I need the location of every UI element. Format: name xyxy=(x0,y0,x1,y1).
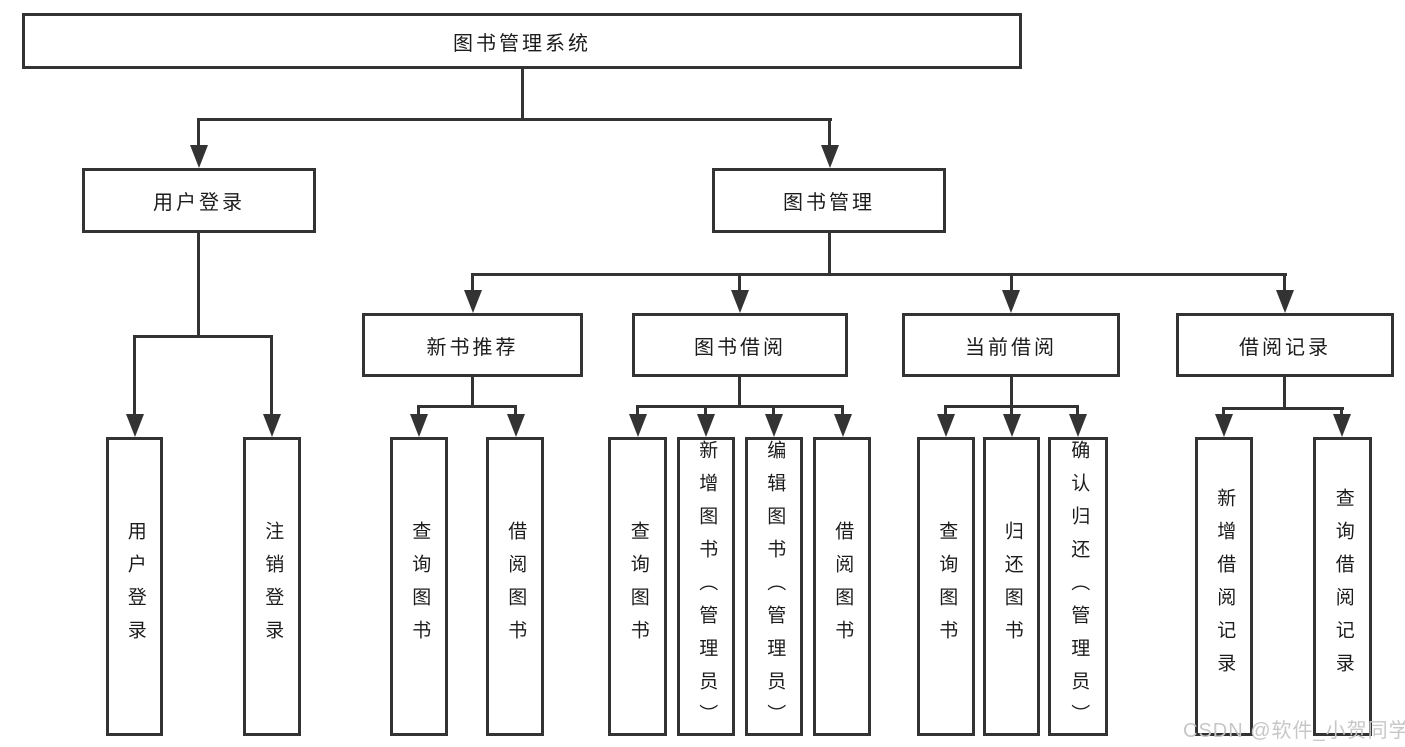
connector-vline xyxy=(828,118,831,148)
leaf-current-query-books-label: 查询图书 xyxy=(936,520,958,653)
leaf-current-return-books: 归还图书 xyxy=(983,437,1040,736)
connector-vline xyxy=(1010,405,1013,417)
leaf-user-login-label: 用户登录 xyxy=(124,520,146,653)
node-book-management: 图书管理 xyxy=(712,168,946,233)
arrow-down-icon xyxy=(937,414,955,437)
leaf-borrowing-edit-books-admin: 编辑图书（管理员） xyxy=(745,437,803,737)
csdn-watermark: CSDN @软件_小贺同学 xyxy=(1183,720,1405,742)
node-root-label: 图书管理系统 xyxy=(453,32,591,55)
connector-hline xyxy=(636,405,843,408)
connector-vline xyxy=(471,273,474,293)
connector-hline xyxy=(1222,407,1344,410)
connector-vline xyxy=(471,376,474,407)
arrow-down-icon xyxy=(1276,290,1294,313)
node-book-borrowing: 图书借阅 xyxy=(632,313,848,377)
connector-vline xyxy=(1010,376,1013,407)
arrow-down-icon xyxy=(410,414,428,437)
connector-vline xyxy=(738,376,741,407)
arrow-down-icon xyxy=(1003,414,1021,437)
connector-hline xyxy=(133,335,273,338)
connector-hline xyxy=(197,118,832,121)
arrow-down-icon xyxy=(1002,290,1020,313)
connector-hline xyxy=(417,405,517,408)
arrow-down-icon xyxy=(697,414,715,437)
node-borrowing-records: 借阅记录 xyxy=(1176,313,1394,377)
leaf-records-query-record: 查询借阅记录 xyxy=(1313,437,1372,736)
leaf-borrowing-edit-books-admin-label: 编辑图书（管理员） xyxy=(764,440,786,737)
arrow-down-icon xyxy=(834,414,852,437)
node-book-borrowing-label: 图书借阅 xyxy=(694,336,786,359)
connector-vline xyxy=(133,335,136,417)
arrow-down-icon xyxy=(126,414,144,437)
connector-vline xyxy=(417,405,420,417)
leaf-borrowing-borrow-books: 借阅图书 xyxy=(813,437,871,736)
connector-vline xyxy=(636,405,639,417)
node-new-book-recommend: 新书推荐 xyxy=(362,313,583,377)
node-user-login-label: 用户登录 xyxy=(153,192,245,214)
connector-vline xyxy=(270,335,273,417)
connector-vline xyxy=(704,405,707,417)
arrow-down-icon xyxy=(190,145,208,168)
arrow-down-icon xyxy=(1069,414,1087,437)
leaf-recommend-borrow-books-label: 借阅图书 xyxy=(505,520,527,653)
node-book-management-label: 图书管理 xyxy=(783,192,875,214)
arrow-down-icon xyxy=(1333,414,1351,437)
connector-vline xyxy=(828,233,831,275)
leaf-borrowing-add-books-admin-label: 新增图书（管理员） xyxy=(696,440,718,737)
leaf-current-confirm-return-admin: 确认归还（管理员） xyxy=(1048,437,1108,737)
connector-vline xyxy=(1283,273,1286,293)
arrow-down-icon xyxy=(821,145,839,168)
connector-vline xyxy=(521,69,524,121)
node-root: 图书管理系统 xyxy=(22,13,1022,69)
connector-vline xyxy=(944,405,947,417)
connector-vline xyxy=(841,405,844,417)
leaf-user-login: 用户登录 xyxy=(106,437,163,736)
leaf-recommend-query-books: 查询图书 xyxy=(390,437,448,736)
leaf-records-add-record: 新增借阅记录 xyxy=(1195,437,1253,736)
leaf-borrowing-query-books-label: 查询图书 xyxy=(627,520,649,653)
node-borrowing-records-label: 借阅记录 xyxy=(1239,336,1331,359)
leaf-current-confirm-return-admin-label: 确认归还（管理员） xyxy=(1068,440,1090,737)
arrow-down-icon xyxy=(263,414,281,437)
connector-vline xyxy=(1076,405,1079,417)
leaf-current-return-books-label: 归还图书 xyxy=(1001,520,1023,653)
connector-vline xyxy=(1283,376,1286,409)
leaf-recommend-query-books-label: 查询图书 xyxy=(409,520,431,653)
leaf-recommend-borrow-books: 借阅图书 xyxy=(486,437,544,736)
arrow-down-icon xyxy=(731,290,749,313)
connector-vline xyxy=(1340,407,1343,417)
leaf-logout-label: 注销登录 xyxy=(262,520,284,653)
arrow-down-icon xyxy=(1215,414,1233,437)
connector-vline xyxy=(1010,273,1013,293)
leaf-borrowing-add-books-admin: 新增图书（管理员） xyxy=(677,437,735,737)
arrow-down-icon xyxy=(464,290,482,313)
leaf-borrowing-query-books: 查询图书 xyxy=(608,437,667,736)
node-new-book-recommend-label: 新书推荐 xyxy=(426,336,519,359)
connector-hline xyxy=(471,273,1287,276)
leaf-borrowing-borrow-books-label: 借阅图书 xyxy=(832,520,854,653)
arrow-down-icon xyxy=(507,414,525,437)
leaf-records-query-record-label: 查询借阅记录 xyxy=(1332,487,1354,686)
leaf-logout: 注销登录 xyxy=(243,437,301,736)
node-current-borrowing-label: 当前借阅 xyxy=(965,336,1057,359)
arrow-down-icon xyxy=(765,414,783,437)
connector-vline xyxy=(197,118,200,148)
connector-vline xyxy=(197,233,200,337)
node-user-login: 用户登录 xyxy=(82,168,316,233)
leaf-current-query-books: 查询图书 xyxy=(917,437,975,736)
node-current-borrowing: 当前借阅 xyxy=(902,313,1120,377)
connector-vline xyxy=(772,405,775,417)
arrow-down-icon xyxy=(629,414,647,437)
connector-vline xyxy=(738,273,741,293)
connector-vline xyxy=(514,405,517,417)
connector-vline xyxy=(1222,407,1225,417)
leaf-records-add-record-label: 新增借阅记录 xyxy=(1214,487,1236,686)
